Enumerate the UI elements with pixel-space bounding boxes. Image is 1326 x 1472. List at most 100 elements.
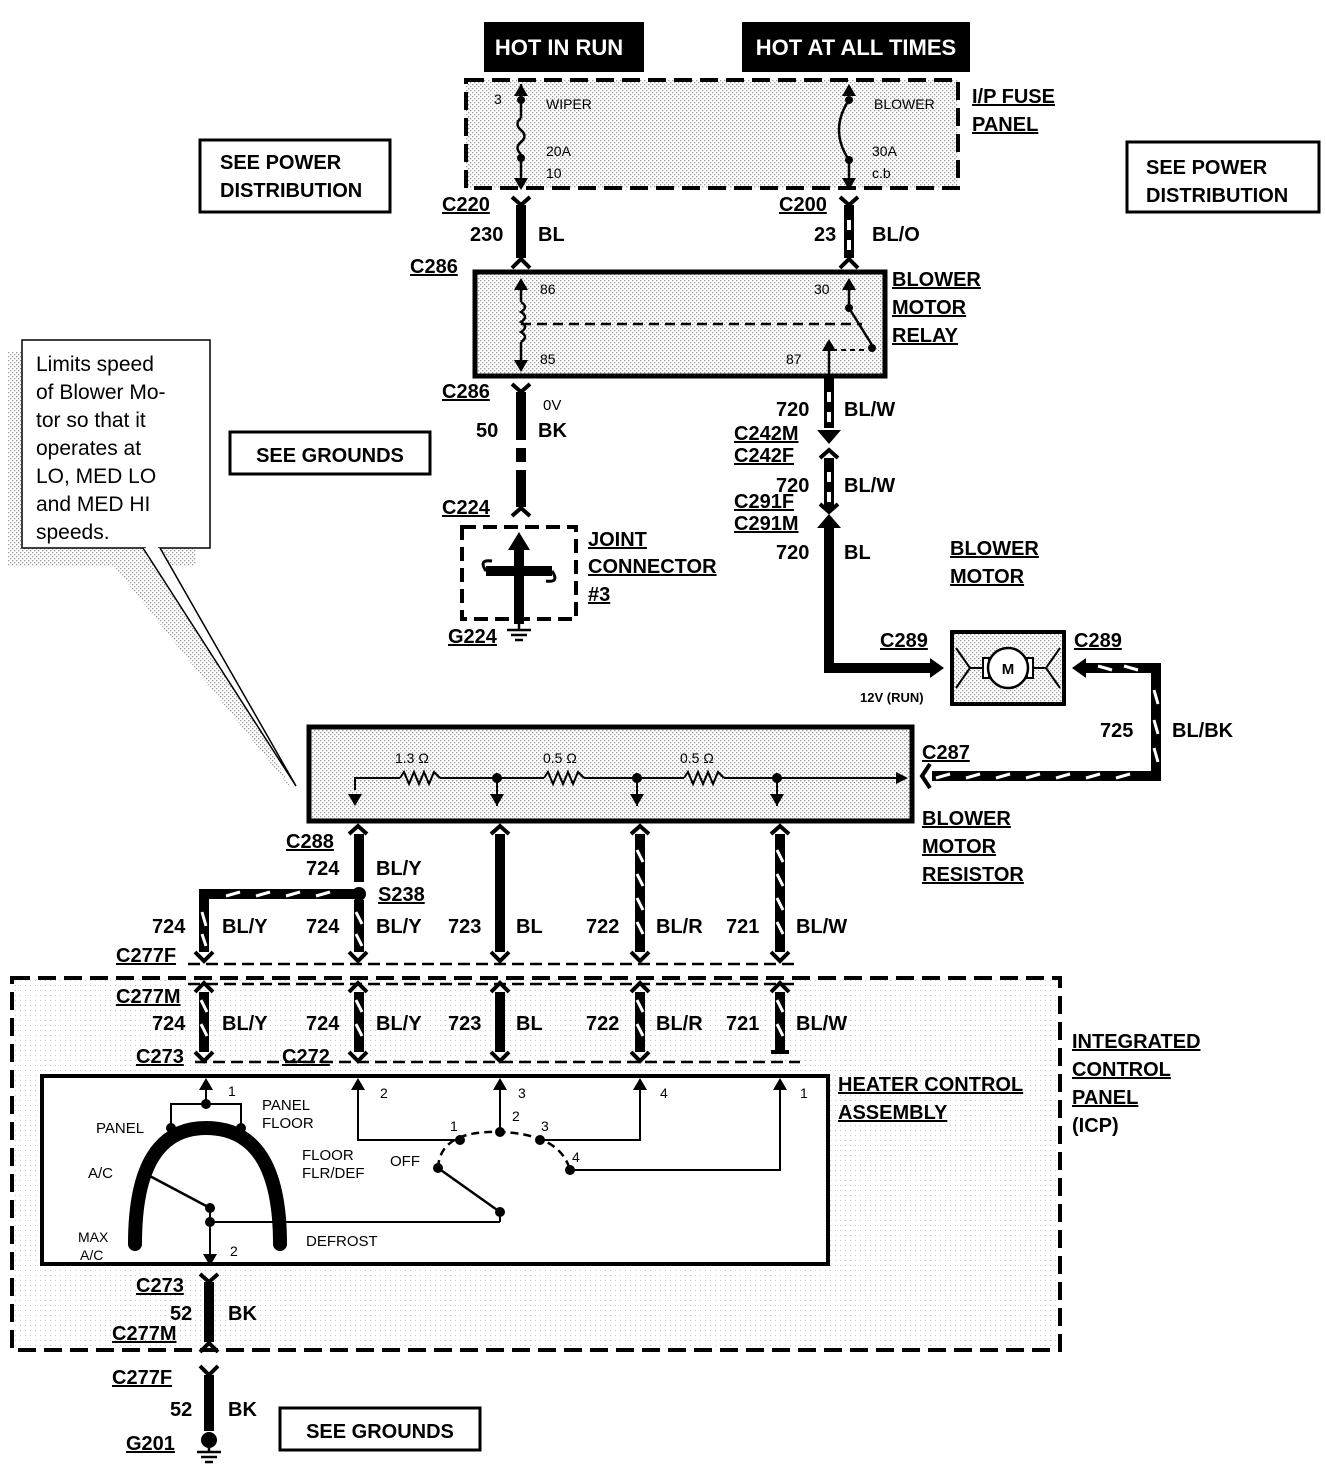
c272-pin-2: 2 xyxy=(380,1085,388,1101)
c277m-bottom-label: C277M xyxy=(112,1323,176,1345)
mode-floor: FLOOR xyxy=(302,1147,354,1164)
wire-722-num: 722 xyxy=(586,916,619,938)
wire-721-b-num: 721 xyxy=(726,1013,759,1035)
hca-label-2: ASSEMBLY xyxy=(838,1102,948,1124)
resistor-1-value: 1.3 Ω xyxy=(395,750,429,766)
joint-label-3: #3 xyxy=(588,584,610,606)
icp-label-2: CONTROL xyxy=(1072,1059,1171,1081)
blower-fuse-rating: 30A xyxy=(872,143,898,159)
speed-callout xyxy=(8,339,297,790)
callout-line-3: tor so that it xyxy=(36,409,146,432)
motor-label-2: MOTOR xyxy=(950,566,1025,588)
speed-off: OFF xyxy=(390,1153,420,1170)
circuit-breaker-icon xyxy=(837,99,851,161)
wire-724-a-num: 724 xyxy=(152,916,186,938)
hot-in-run-text: HOT IN RUN xyxy=(495,35,623,60)
callout-line-1: Limits speed xyxy=(36,353,154,376)
wire-50-num: 50 xyxy=(476,420,498,442)
c272-pin-1: 1 xyxy=(800,1085,808,1101)
wire-52-b-num: 52 xyxy=(170,1399,192,1421)
blower-fuse-label: BLOWER xyxy=(874,96,935,112)
wire-722-b-color: BL/R xyxy=(656,1013,703,1035)
c287-label: C287 xyxy=(922,742,970,764)
relay-label-3: RELAY xyxy=(892,325,959,347)
c288-label: C288 xyxy=(286,831,334,853)
wire-722 xyxy=(635,834,645,952)
wire-23 xyxy=(844,205,854,258)
wire-724-a xyxy=(199,889,359,952)
wire-52-b xyxy=(204,1375,214,1431)
see-power-right-1: SEE POWER xyxy=(1146,157,1268,179)
see-power-left-2: DISTRIBUTION xyxy=(220,180,362,202)
resistor-2-value: 0.5 Ω xyxy=(543,750,577,766)
relay-coil-icon xyxy=(518,300,527,344)
wiper-label: WIPER xyxy=(546,96,592,112)
resistor-3-value: 0.5 Ω xyxy=(680,750,714,766)
hca-label-1: HEATER CONTROL xyxy=(838,1074,1023,1096)
c277f-top-label: C277F xyxy=(116,945,176,967)
wire-724-e-color: BL/Y xyxy=(376,1013,422,1035)
wire-722-color: BL/R xyxy=(656,916,703,938)
hot-at-all-times-banner xyxy=(742,22,970,72)
see-power-right-2: DISTRIBUTION xyxy=(1146,185,1288,207)
resistor-3-icon xyxy=(683,769,725,787)
wire-721-num: 721 xyxy=(726,916,759,938)
c289-right-label: C289 xyxy=(1074,630,1122,652)
icp-label-3: PANEL xyxy=(1072,1087,1138,1109)
icp-label-4: (ICP) xyxy=(1072,1115,1119,1137)
relay-label-2: MOTOR xyxy=(892,297,967,319)
wire-723-color: BL xyxy=(516,916,543,938)
wire-720-c-color: BL xyxy=(844,542,871,564)
wire-723-b-color: BL xyxy=(516,1013,543,1035)
c242m-label: C242M xyxy=(734,423,798,445)
relay-label-1: BLOWER xyxy=(892,269,981,291)
wire-724-d-num: 724 xyxy=(152,1013,186,1035)
wire-723 xyxy=(495,834,505,952)
see-power-box-right xyxy=(1125,140,1321,214)
wire-230-color: BL xyxy=(538,224,565,246)
motor-icon xyxy=(986,646,1030,690)
s238-label: S238 xyxy=(378,884,425,906)
c200-label: C200 xyxy=(779,194,827,216)
c286-bottom-label: C286 xyxy=(442,381,490,403)
speed-pos-1: 1 xyxy=(450,1118,458,1134)
mode-flr-def: FLR/DEF xyxy=(302,1165,365,1182)
wire-23-color: BL/O xyxy=(872,224,920,246)
icp-label-1: INTEGRATED xyxy=(1072,1031,1201,1053)
wire-230 xyxy=(516,205,526,258)
c224-label: C224 xyxy=(442,497,491,519)
wire-721 xyxy=(775,834,785,952)
c291f-label: C291F xyxy=(734,491,794,513)
relay-pin-30: 30 xyxy=(814,281,830,297)
wire-720-b-color: BL/W xyxy=(844,475,895,497)
hot-at-all-times-text: HOT AT ALL TIMES xyxy=(756,35,956,60)
see-grounds-box-bottom xyxy=(278,1406,482,1452)
wire-23-num: 23 xyxy=(814,224,836,246)
motor-label-1: BLOWER xyxy=(950,538,1039,560)
wiper-rating: 20A xyxy=(546,143,572,159)
relay-pin-87: 87 xyxy=(786,351,802,367)
wire-722-b-num: 722 xyxy=(586,1013,619,1035)
mode-ac: A/C xyxy=(88,1165,113,1182)
wire-720-a-num: 720 xyxy=(776,399,809,421)
see-grounds-box-top xyxy=(228,430,432,476)
wire-724-c-color: BL/Y xyxy=(376,916,422,938)
c273-top-label: C273 xyxy=(136,1046,184,1068)
fuse-panel-label-1: I/P FUSE xyxy=(972,86,1055,108)
wire-724-d-color: BL/Y xyxy=(222,1013,268,1035)
wire-724-b-num: 724 xyxy=(306,858,340,880)
wire-725-num: 725 xyxy=(1100,720,1133,742)
resistor-label-3: RESISTOR xyxy=(922,864,1024,886)
blower-speed-switch xyxy=(357,1090,781,1214)
wire-721-b-color: BL/W xyxy=(796,1013,847,1035)
callout-line-5: LO, MED LO xyxy=(36,465,156,488)
wiper-fuse-icon xyxy=(516,117,526,155)
ip-fuse-panel xyxy=(464,78,960,190)
see-grounds-top-text: SEE GROUNDS xyxy=(256,445,404,467)
blower-fuse-type: c.b xyxy=(872,165,891,181)
mode-max-1: MAX xyxy=(78,1229,109,1245)
wire-50 xyxy=(516,392,526,507)
mode-panel-floor-1: PANEL xyxy=(262,1097,310,1114)
hca-pin-1: 1 xyxy=(228,1083,236,1099)
